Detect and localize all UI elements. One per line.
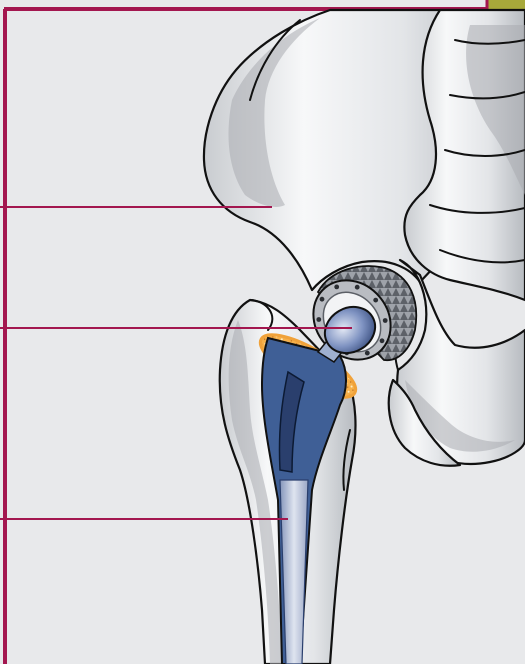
cup-screw-hole <box>320 297 325 302</box>
cup-screw-hole <box>334 285 339 290</box>
cup-screw-hole <box>380 338 385 343</box>
cup-screw-hole <box>373 298 378 303</box>
cup-screw-hole <box>365 351 370 356</box>
cup-screw-hole <box>383 318 388 323</box>
corner-tab <box>487 0 525 10</box>
cup-screw-hole <box>355 285 360 290</box>
cup-screw-hole <box>316 317 321 322</box>
